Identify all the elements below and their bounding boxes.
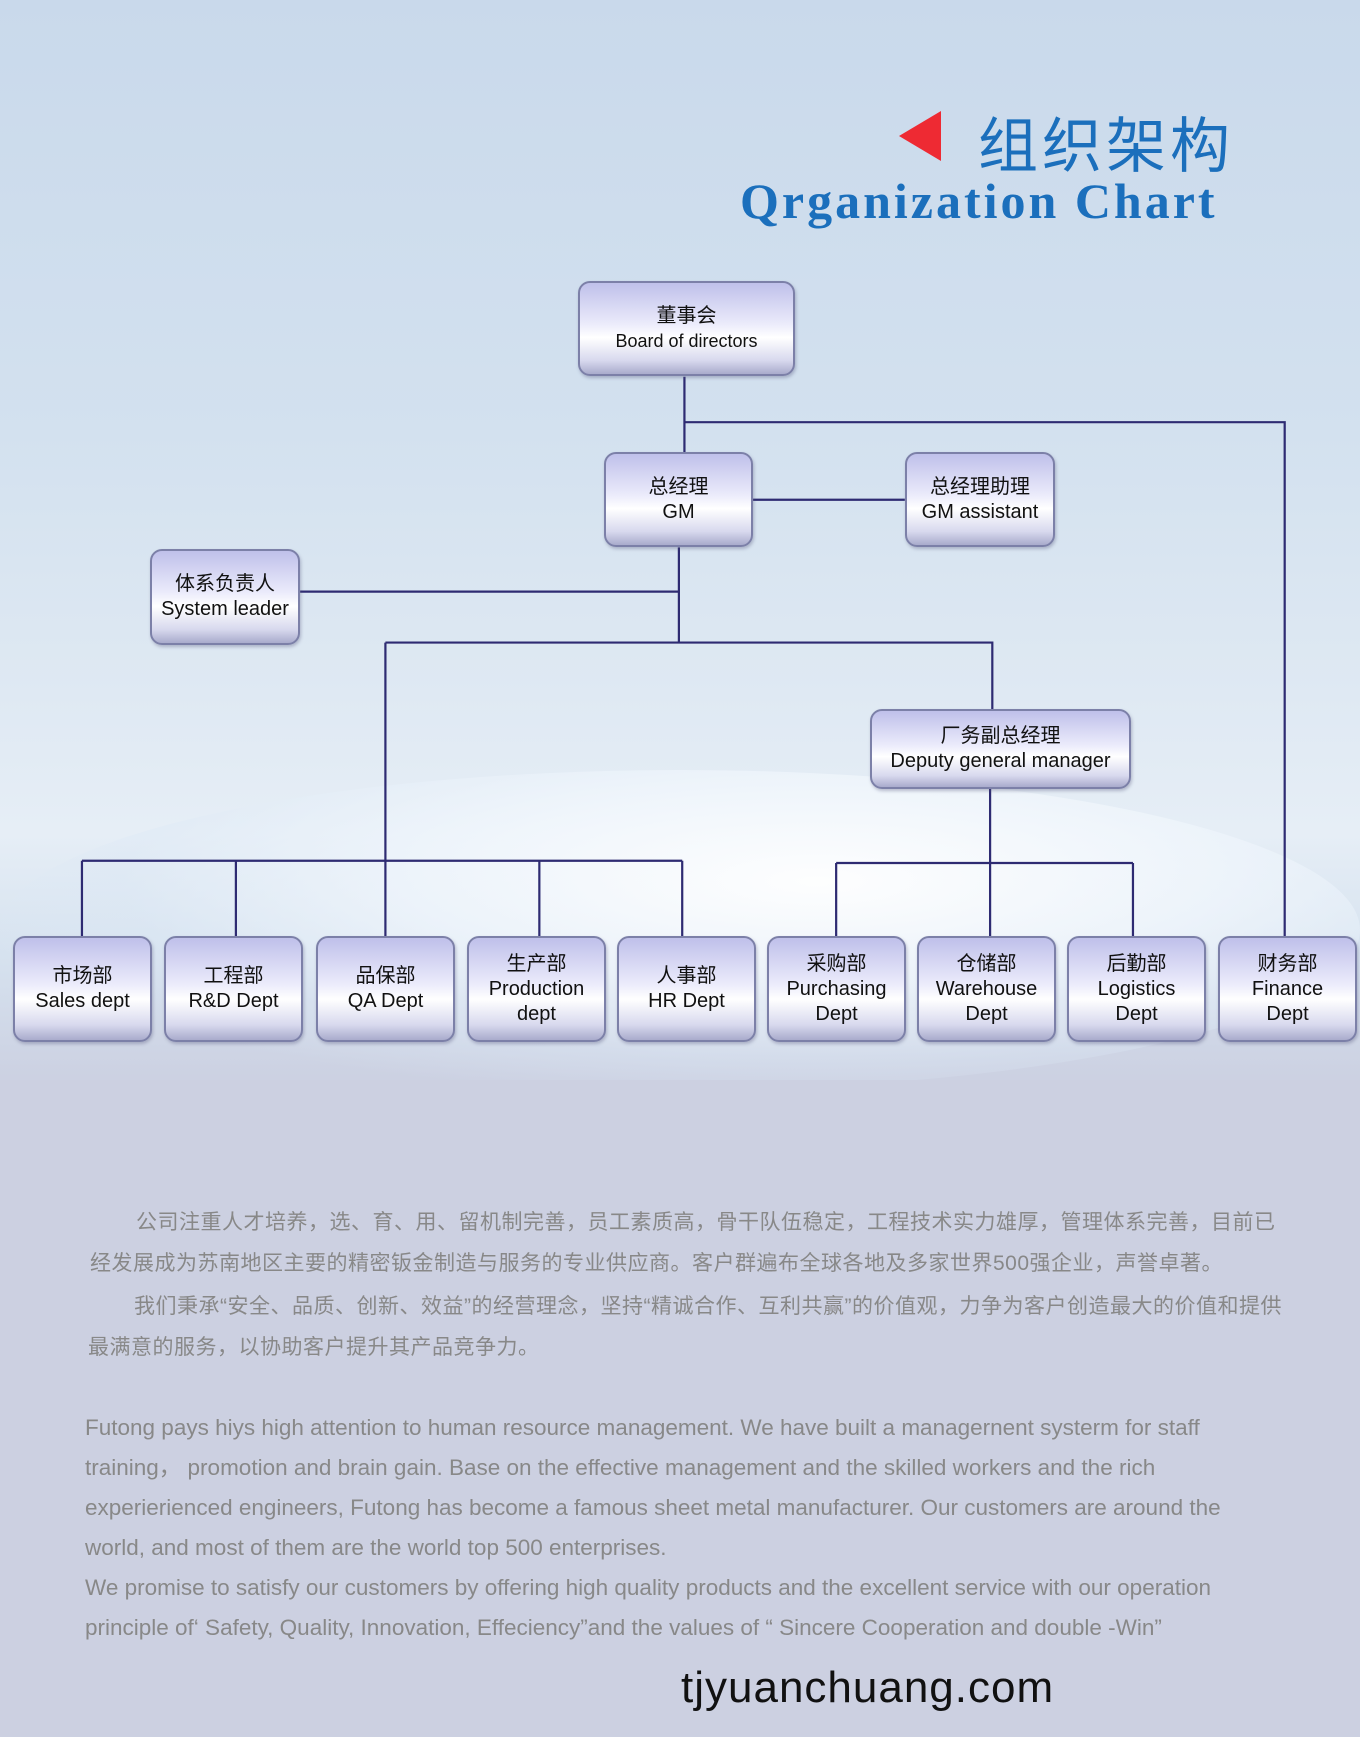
node-cn: 总经理 — [648, 475, 709, 498]
triangle-left-icon — [899, 111, 941, 161]
node-en: Logistics Dept — [1097, 977, 1176, 1025]
lower-background — [0, 1080, 1360, 1737]
dept-hr-node: 人事部 HR Dept — [617, 936, 756, 1042]
dept-sales-node: 市场部 Sales dept — [13, 936, 152, 1042]
dept-qa-node: 品保部 QA Dept — [316, 936, 455, 1042]
node-cn: 市场部 — [52, 965, 113, 987]
node-en: HR Dept — [648, 990, 725, 1012]
node-cn: 品保部 — [355, 965, 416, 987]
node-en: Board of directors — [615, 330, 758, 351]
node-en: Deputy general manager — [890, 750, 1111, 772]
node-cn: 财务部 — [1257, 952, 1318, 975]
line-left-bar — [80, 859, 684, 937]
gm-node: 总经理 GM — [604, 452, 753, 547]
node-en: GM — [662, 500, 695, 523]
node-en: Finance Dept — [1251, 977, 1324, 1025]
line-right-bar — [835, 861, 1135, 940]
node-en: Sales dept — [35, 990, 130, 1012]
node-cn: 采购部 — [806, 952, 867, 975]
node-en: GM assistant — [921, 500, 1039, 523]
english-paragraph-2: We promise to satisfy our customers by o… — [85, 1575, 1211, 1640]
node-cn: 体系负责人 — [175, 573, 275, 595]
website-footer: tjyuanchuang.com — [681, 1663, 1055, 1712]
node-en: Warehouse Dept — [935, 977, 1038, 1025]
node-cn: 董事会 — [656, 304, 717, 327]
line-board-finance — [684, 421, 1286, 942]
node-cn: 总经理助理 — [930, 475, 1030, 498]
title-chinese: 组织架构 — [978, 112, 1234, 182]
line-main-bar — [385, 641, 994, 710]
node-en: QA Dept — [347, 990, 424, 1012]
chinese-paragraph-1: 公司注重人才培养，选、育、用、留机制完善，员工素质高，骨干队伍稳定，工程技术实力… — [90, 1211, 1276, 1275]
title-english: Qrganization Chart — [740, 173, 1218, 229]
node-cn: 厂务副总经理 — [940, 725, 1061, 747]
node-en: Production dept — [488, 977, 585, 1025]
node-cn: 生产部 — [506, 952, 567, 975]
chinese-paragraph-2: 我们秉承“安全、品质、创新、效益”的经营理念，坚持“精诚合作、互利共赢”的价值观… — [88, 1295, 1282, 1359]
node-cn: 人事部 — [656, 965, 717, 987]
node-cn: 工程部 — [203, 965, 264, 987]
node-en: System leader — [161, 598, 289, 620]
deputy-gm-node: 厂务副总经理 Deputy general manager — [870, 709, 1131, 789]
english-paragraph-1: Futong pays hiys high attention to human… — [85, 1415, 1221, 1560]
gm-assistant-node: 总经理助理 GM assistant — [905, 452, 1055, 547]
dept-rd-node: 工程部 R&D Dept — [164, 936, 303, 1042]
board-of-directors-node: 董事会 Board of directors — [578, 281, 795, 376]
node-en: Purchasing Dept — [786, 977, 887, 1025]
node-cn: 后勤部 — [1106, 952, 1167, 975]
node-en: R&D Dept — [188, 990, 279, 1012]
system-leader-node: 体系负责人 System leader — [150, 549, 300, 645]
node-cn: 仓储部 — [956, 952, 1017, 975]
